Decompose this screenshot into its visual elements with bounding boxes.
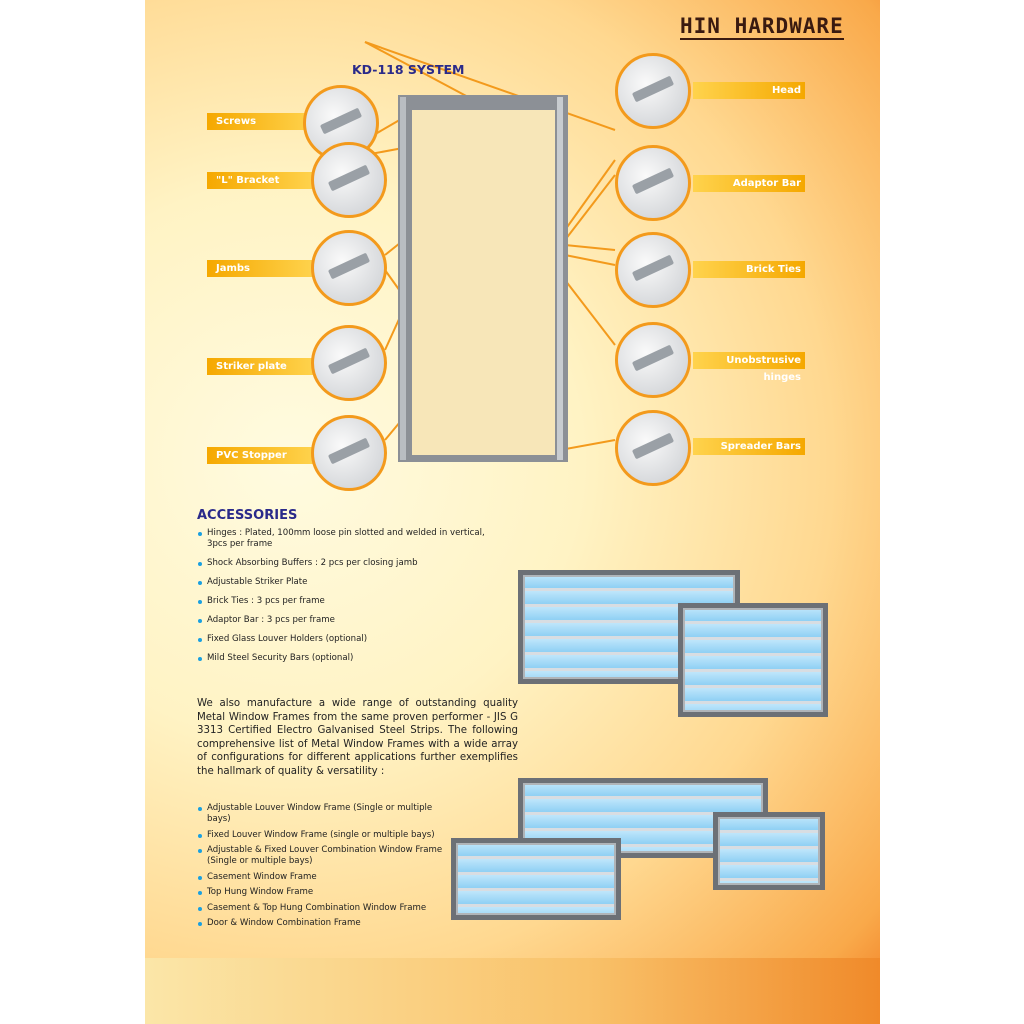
list-item: Casement Window Frame xyxy=(197,872,457,883)
jambs-image xyxy=(311,230,387,306)
label-jambs: Jambs xyxy=(207,260,314,277)
system-title: KD-118 SYSTEM xyxy=(352,62,465,77)
list-item: Door & Window Combination Frame xyxy=(197,918,457,929)
intro-paragraph: We also manufacture a wide range of outs… xyxy=(197,698,518,777)
louver-window-image xyxy=(451,838,621,920)
pvc-stopper-image xyxy=(311,415,387,491)
striker-plate-image xyxy=(311,325,387,401)
list-item: Hinges : Plated, 100mm loose pin slotted… xyxy=(197,528,497,550)
label-pvc-stopper: PVC Stopper xyxy=(207,447,314,464)
accessories-heading: ACCESSORIES xyxy=(197,508,298,523)
list-item: Fixed Louver Window Frame (single or mul… xyxy=(197,830,457,841)
l-bracket-image xyxy=(311,142,387,218)
brick-ties-image xyxy=(615,232,691,308)
list-item: Adaptor Bar : 3 pcs per frame xyxy=(197,615,497,626)
list-item: Fixed Glass Louver Holders (optional) xyxy=(197,634,497,645)
list-item: Casement & Top Hung Combination Window F… xyxy=(197,903,457,914)
list-item: Mild Steel Security Bars (optional) xyxy=(197,653,497,664)
label-adaptor-bar: Adaptor Bar xyxy=(693,175,805,192)
label-spreader-bars: Spreader Bars xyxy=(693,438,805,455)
adaptor-bar-image xyxy=(615,145,691,221)
list-item: Shock Absorbing Buffers : 2 pcs per clos… xyxy=(197,558,497,569)
brochure-page: HIN HARDWARE KD-118 SYSTEM Screws "L" Br… xyxy=(145,0,880,1024)
window-types-list: Adjustable Louver Window Frame (Single o… xyxy=(197,803,457,934)
list-item: Brick Ties : 3 pcs per frame xyxy=(197,596,497,607)
list-item: Adjustable Striker Plate xyxy=(197,577,497,588)
label-hinges: Unobstrusive hinges xyxy=(693,352,805,383)
spreader-bars-image xyxy=(615,410,691,486)
brand-logo: HIN HARDWARE xyxy=(680,14,844,40)
door-frame-diagram xyxy=(364,41,616,462)
list-item: Adjustable & Fixed Louver Combination Wi… xyxy=(197,845,457,867)
label-l-bracket: "L" Bracket xyxy=(207,172,314,189)
label-striker-plate: Striker plate xyxy=(207,358,314,375)
hinges-image xyxy=(615,322,691,398)
label-head: Head xyxy=(693,82,805,99)
list-item: Adjustable Louver Window Frame (Single o… xyxy=(197,803,457,825)
head-image xyxy=(615,53,691,129)
list-item: Top Hung Window Frame xyxy=(197,887,457,898)
louver-window-image xyxy=(713,812,825,890)
label-brick-ties: Brick Ties xyxy=(693,261,805,278)
label-screws: Screws xyxy=(207,113,314,130)
accessories-list: Hinges : Plated, 100mm loose pin slotted… xyxy=(197,528,497,672)
louver-window-image xyxy=(678,603,828,717)
